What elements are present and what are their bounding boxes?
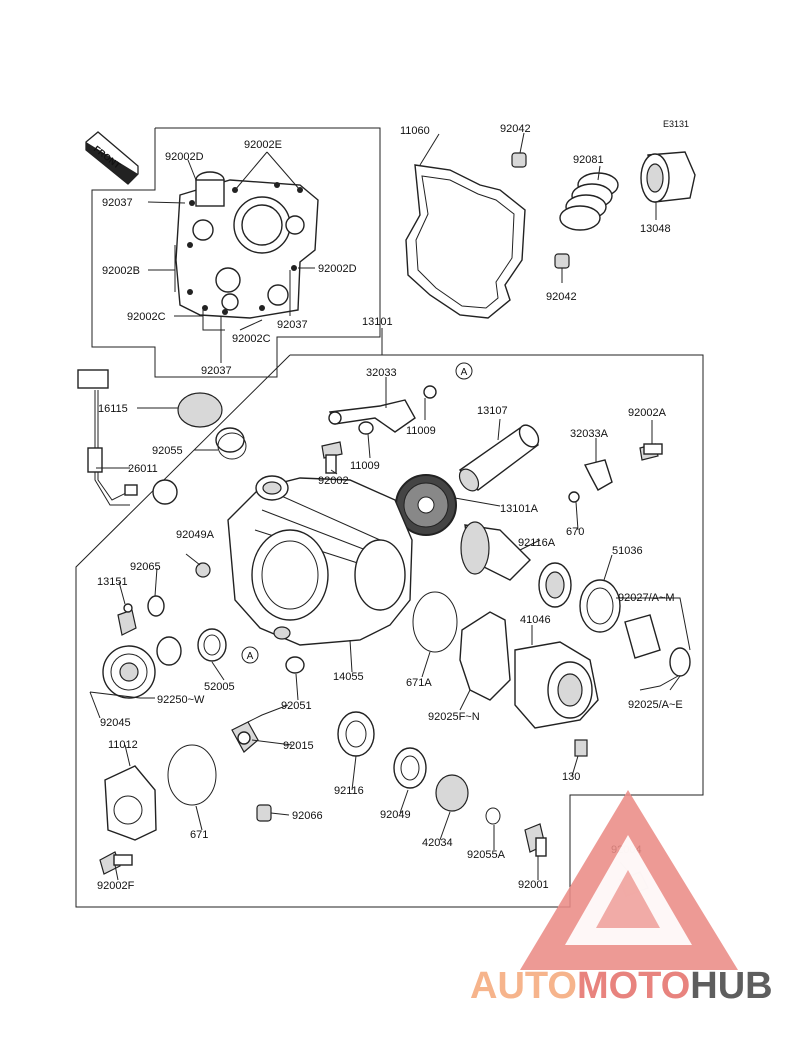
coupling-illustration bbox=[640, 151, 696, 203]
part-label: 92002 bbox=[318, 475, 349, 487]
part-label: 11060 bbox=[400, 125, 430, 137]
part-label: 92051 bbox=[281, 700, 312, 712]
part-label: 92116 bbox=[334, 785, 364, 797]
callout-a-bottom: A bbox=[241, 646, 259, 664]
front-arrow-icon: FRONT bbox=[85, 131, 139, 185]
watermark-auto: AUTO bbox=[470, 965, 577, 1007]
part-label: 42034 bbox=[422, 837, 453, 849]
part-label: 92025F~N bbox=[428, 711, 480, 723]
part-label: 671A bbox=[406, 677, 432, 689]
gear-illustration bbox=[395, 474, 531, 581]
part-label: 51036 bbox=[612, 545, 643, 557]
part-label: 32033A bbox=[570, 428, 609, 440]
part-label: 92037 bbox=[201, 365, 232, 377]
part-label: 92015 bbox=[283, 740, 314, 752]
bottom-parts bbox=[99, 711, 649, 897]
sensor-harness-illustration bbox=[77, 369, 245, 506]
frame-outlines bbox=[75, 127, 704, 908]
svg-text:AUTOMOTOHUB: AUTOMOTOHUB bbox=[470, 965, 773, 1007]
watermark-moto: MOTO bbox=[577, 965, 690, 1007]
diagram-code: E3131 bbox=[663, 119, 689, 129]
part-label: 92116A bbox=[518, 537, 556, 549]
watermark-hub: HUB bbox=[690, 965, 772, 1007]
part-label: 92037 bbox=[277, 319, 308, 331]
part-label: 16115 bbox=[98, 403, 128, 415]
part-label: 14055 bbox=[333, 671, 364, 683]
callout-a-top: A bbox=[455, 362, 473, 380]
o-rings bbox=[167, 432, 501, 825]
part-label: 92027/A~M bbox=[618, 592, 675, 604]
part-label: 41046 bbox=[520, 614, 551, 626]
part-label: 11009 bbox=[406, 425, 436, 437]
part-label: 92049A bbox=[176, 529, 215, 541]
spring-illustration bbox=[559, 172, 619, 231]
part-label: 11012 bbox=[108, 739, 138, 751]
part-label: 92025/A~E bbox=[628, 699, 683, 711]
arm-bracket-illustration bbox=[321, 385, 663, 503]
part-label: 13101A bbox=[500, 503, 539, 515]
part-label: 92045 bbox=[100, 717, 131, 729]
part-label: 671 bbox=[190, 829, 208, 841]
part-label: 92081 bbox=[573, 154, 604, 166]
part-label: 130 bbox=[562, 771, 580, 783]
housing-illustration bbox=[227, 475, 413, 646]
part-label: 92037 bbox=[102, 197, 133, 209]
part-label: 92002E bbox=[244, 139, 282, 151]
part-label: 92001 bbox=[518, 879, 549, 891]
part-label: 92066 bbox=[292, 810, 323, 822]
part-label: 13151 bbox=[97, 576, 128, 588]
part-label: 92002C bbox=[232, 333, 271, 345]
part-label: 92049 bbox=[380, 809, 411, 821]
part-label: 670 bbox=[566, 526, 584, 538]
part-label: 92002B bbox=[102, 265, 140, 277]
svg-text:A: A bbox=[247, 651, 254, 662]
leader-lines bbox=[89, 132, 691, 881]
part-label: 92002D bbox=[318, 263, 357, 275]
shaft-illustration bbox=[458, 424, 540, 492]
watermark-logo: AUTOMOTOHUB bbox=[470, 790, 773, 1007]
part-label: 92055 bbox=[152, 445, 183, 457]
part-label: 26011 bbox=[128, 463, 158, 475]
right-side-parts bbox=[459, 562, 691, 757]
part-label: 92042 bbox=[546, 291, 577, 303]
part-label: 92002D bbox=[165, 151, 204, 163]
part-label: 92065 bbox=[130, 561, 161, 573]
part-label: 13107 bbox=[477, 405, 508, 417]
part-label: 13048 bbox=[640, 223, 671, 235]
part-label: 92042 bbox=[500, 123, 531, 135]
case-cover-illustration bbox=[175, 171, 319, 319]
svg-text:A: A bbox=[461, 367, 468, 378]
part-label: 92250~W bbox=[157, 694, 205, 706]
part-label: 52005 bbox=[204, 681, 235, 693]
part-label: 11009 bbox=[350, 460, 380, 472]
part-label: 92002C bbox=[127, 311, 166, 323]
part-label: 13101 bbox=[362, 316, 393, 328]
left-small-parts bbox=[102, 562, 305, 699]
part-label: 32033 bbox=[366, 367, 397, 379]
part-label: 92055A bbox=[467, 849, 506, 861]
part-label: 92002A bbox=[628, 407, 667, 419]
part-label: 92002F bbox=[97, 880, 135, 892]
gasket-illustration bbox=[405, 164, 526, 319]
dowel-pins bbox=[511, 152, 570, 269]
part-labels: E3131 11060 92042 92081 13048 92042 9200… bbox=[97, 119, 689, 892]
